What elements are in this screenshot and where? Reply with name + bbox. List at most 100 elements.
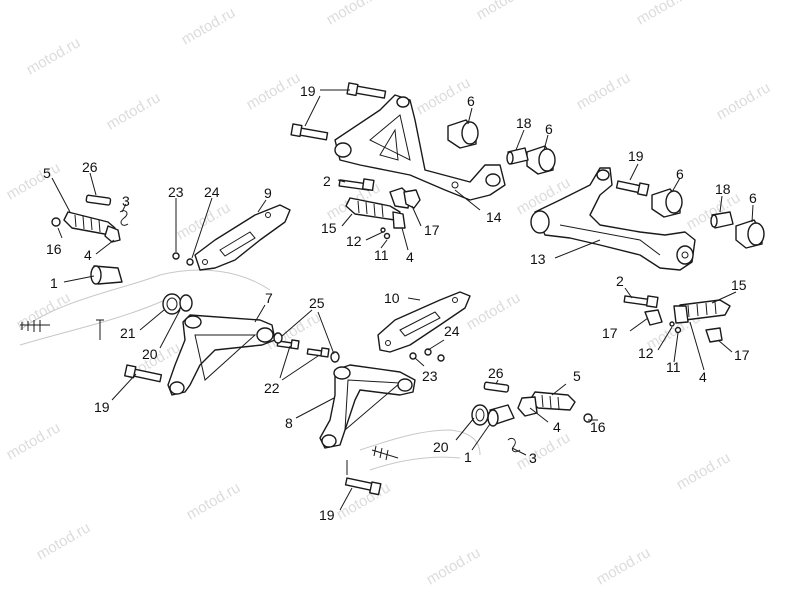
- part-label: 10: [384, 290, 400, 306]
- watermark: motod.ru: [594, 544, 654, 588]
- part-label: 23: [422, 368, 438, 384]
- watermark: motod.ru: [244, 69, 304, 113]
- bushing-6b: [526, 145, 556, 175]
- part-label: 17: [424, 222, 440, 238]
- watermark: motod.ru: [414, 74, 474, 118]
- part-label: 17: [602, 325, 618, 341]
- part-label: 6: [545, 121, 553, 137]
- pin-11a: [383, 232, 391, 240]
- bushing-6a: [447, 119, 479, 149]
- part-label: 26: [488, 365, 504, 381]
- watermark: motod.ru: [34, 519, 94, 563]
- part-label: 2: [323, 173, 331, 189]
- watermark: motod.ru: [464, 289, 524, 333]
- bolt-19d: [124, 364, 163, 383]
- watermark: motod.ru: [24, 34, 84, 78]
- bolt-2a: [338, 178, 375, 191]
- watermark: motod.ru: [179, 4, 239, 48]
- bracket-14: [334, 94, 506, 201]
- watermark: motod.ru: [184, 479, 244, 523]
- part-label: 7: [265, 290, 273, 306]
- heel-plate-9: [194, 204, 291, 271]
- clamp-17d: [705, 327, 723, 343]
- part-label: 6: [467, 93, 475, 109]
- bracket-7: [167, 314, 276, 396]
- clamp-17b: [403, 189, 421, 209]
- watermark: motod.ru: [4, 419, 64, 463]
- part-label: 26: [82, 159, 98, 175]
- part-label: 22: [264, 380, 280, 396]
- rubber-1a: [90, 265, 123, 285]
- watermark: motod.ru: [674, 449, 734, 493]
- footpeg-5-right: [517, 391, 576, 417]
- part-label: 11: [374, 247, 389, 263]
- bushing-6d: [735, 219, 765, 249]
- clamp-17c: [644, 309, 663, 326]
- part-label: 19: [319, 507, 335, 523]
- pin-26a: [85, 194, 112, 206]
- part-label: 12: [638, 345, 654, 361]
- watermark: motod.ru: [514, 429, 574, 473]
- footpeg-5-left: [63, 211, 121, 243]
- footpeg-15-center: [345, 197, 406, 229]
- part-label: 11: [666, 359, 681, 375]
- screw-small: [96, 319, 104, 340]
- pin-11b: [674, 326, 682, 334]
- part-label: 6: [749, 190, 757, 206]
- part-label: 12: [346, 233, 362, 249]
- part-label: 2: [616, 273, 624, 289]
- part-label: 5: [573, 368, 581, 384]
- bolt-22b: [306, 347, 330, 358]
- part-label: 24: [444, 323, 460, 339]
- spacer-18b: [710, 211, 734, 229]
- watermark: motod.ru: [714, 79, 774, 123]
- bolt-2b: [623, 295, 659, 308]
- part-number-labels: 19 6 18 6 19 6 18 6 2 14 15 12 11 4 17 1…: [43, 83, 757, 523]
- part-label: 15: [321, 220, 337, 236]
- spring-3a: [119, 210, 129, 226]
- part-label: 19: [94, 399, 110, 415]
- frame-ghost-outline: [19, 269, 481, 471]
- washer-20a: [162, 293, 182, 315]
- part-label: 1: [464, 449, 472, 465]
- part-label: 14: [486, 209, 502, 225]
- washer-20b: [471, 404, 489, 426]
- nut-24: [437, 354, 445, 362]
- part-label: 1: [50, 275, 58, 291]
- part-label: 20: [142, 346, 158, 362]
- bolt-19c: [615, 180, 650, 197]
- bushing-6c: [651, 188, 683, 218]
- watermark: motod.ru: [324, 0, 384, 28]
- rubber-ghost-center: [371, 445, 399, 461]
- part-label: 8: [285, 415, 293, 431]
- spacer-18a: [506, 147, 529, 165]
- watermark: motod.ru: [424, 544, 484, 588]
- bracket-8: [319, 364, 416, 449]
- clip-12b: [669, 321, 675, 327]
- part-label: 18: [715, 181, 731, 197]
- part-label: 16: [590, 419, 606, 435]
- part-label: 23: [168, 184, 184, 200]
- washer-24b: [424, 348, 432, 356]
- bolt-22a: [276, 339, 300, 350]
- part-label: 19: [628, 148, 644, 164]
- part-label: 4: [699, 369, 707, 385]
- bolt-19b: [290, 123, 329, 141]
- bolt-19a: [346, 82, 387, 99]
- part-label: 19: [300, 83, 316, 99]
- watermark: motod.ru: [574, 69, 634, 113]
- washer-24a: [186, 258, 194, 266]
- part-label: 18: [516, 115, 532, 131]
- part-label: 4: [553, 419, 561, 435]
- pin-26b: [483, 381, 510, 393]
- ring-21: [179, 294, 193, 312]
- rubber-ghost-left: [20, 320, 50, 332]
- part-label: 13: [530, 251, 546, 267]
- watermark: motod.ru: [104, 89, 164, 133]
- washer-25a: [273, 332, 283, 344]
- part-label: 17: [734, 347, 750, 363]
- screw-23b: [409, 352, 417, 360]
- part-label: 15: [731, 277, 747, 293]
- part-label: 3: [529, 450, 537, 466]
